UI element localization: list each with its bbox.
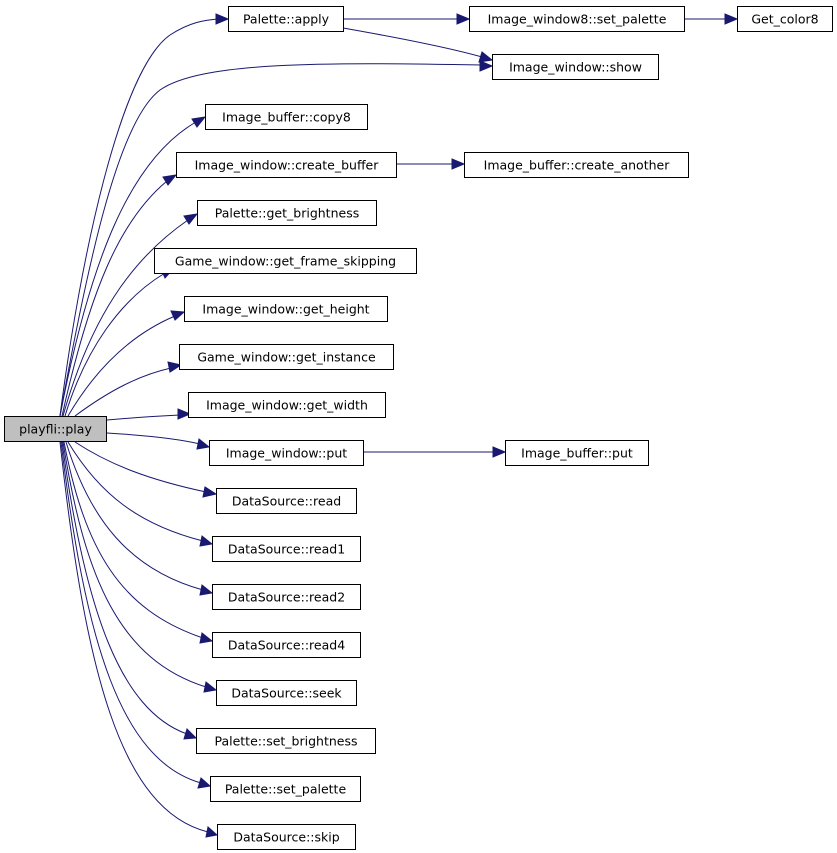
node-image-window8-set-palette[interactable]: Image_window8::set_palette [469, 6, 685, 32]
node-datasource-skip[interactable]: DataSource::skip [217, 824, 356, 850]
edge-play-seek [62, 441, 218, 693]
node-datasource-read4[interactable]: DataSource::read4 [212, 632, 361, 658]
node-palette-set-brightness[interactable]: Palette::set_brightness [196, 728, 376, 754]
node-label: Image_buffer::copy8 [222, 110, 351, 125]
edge-play-get_brightness [62, 213, 199, 417]
node-label: Image_window8::set_palette [488, 12, 667, 27]
node-label: Get_color8 [751, 12, 818, 27]
node-layer: playfli::play Palette::apply Image_windo… [4, 6, 833, 850]
node-get-color8[interactable]: Get_color8 [737, 6, 833, 32]
node-label: Image_window::show [509, 60, 642, 75]
node-label: Palette::set_palette [225, 782, 347, 797]
edge-create_buffer-create_another [396, 158, 466, 170]
node-datasource-read[interactable]: DataSource::read [216, 488, 357, 514]
node-image-window-put[interactable]: Image_window::put [209, 440, 364, 466]
node-label: playfli::play [19, 422, 92, 437]
node-label: Image_buffer::create_another [484, 158, 671, 173]
node-palette-get-brightness[interactable]: Palette::get_brightness [197, 200, 377, 226]
node-label: Image_window::get_height [202, 302, 369, 317]
edge-play-show [59, 60, 494, 417]
edge-play-create_buffer [61, 174, 178, 417]
node-image-buffer-copy8[interactable]: Image_buffer::copy8 [205, 104, 368, 130]
edge-play-get_width [106, 408, 192, 421]
node-game-window-get-instance[interactable]: Game_window::get_instance [179, 344, 394, 370]
node-label: Game_window::get_frame_skipping [175, 254, 396, 269]
node-label: Game_window::get_instance [197, 350, 376, 365]
node-image-buffer-create-another[interactable]: Image_buffer::create_another [464, 152, 689, 178]
edge-play-read1 [67, 441, 214, 547]
node-label: DataSource::skip [233, 830, 339, 845]
edge-play-set_brightness [61, 441, 198, 740]
edge-play-read2 [65, 441, 214, 596]
node-label: DataSource::read2 [228, 590, 345, 605]
node-label: Palette::apply [243, 12, 330, 27]
node-label: Image_window::get_width [206, 398, 368, 413]
node-label: Palette::get_brightness [215, 206, 359, 221]
edge-apply-show [342, 27, 494, 63]
node-label: Image_window::put [226, 446, 347, 461]
node-image-window-create-buffer[interactable]: Image_window::create_buffer [176, 152, 397, 178]
node-palette-apply[interactable]: Palette::apply [228, 6, 344, 32]
edge-layer [59, 13, 739, 838]
edge-play-copy8 [59, 116, 207, 417]
node-label: Palette::set_brightness [214, 734, 357, 749]
edge-set_palette8-get_color8 [684, 13, 739, 25]
node-image-window-show[interactable]: Image_window::show [492, 54, 659, 80]
edge-play-iw_put [106, 432, 211, 450]
node-label: DataSource::read1 [228, 542, 345, 557]
node-palette-set-palette[interactable]: Palette::set_palette [210, 776, 361, 802]
edge-play-read4 [63, 441, 214, 644]
edge-play-apply [59, 13, 230, 417]
edge-iw_put-ib_put [363, 446, 507, 458]
node-image-window-get-height[interactable]: Image_window::get_height [184, 296, 388, 322]
node-game-window-get-frame-skipping[interactable]: Game_window::get_frame_skipping [154, 248, 417, 274]
node-image-buffer-put[interactable]: Image_buffer::put [505, 440, 649, 466]
node-playfli-play[interactable]: playfli::play [4, 416, 107, 442]
edge-play-read [74, 441, 218, 498]
node-label: DataSource::read4 [228, 638, 345, 653]
edge-play-set_palette [60, 441, 212, 789]
node-label: Image_buffer::put [521, 446, 633, 461]
node-datasource-read2[interactable]: DataSource::read2 [212, 584, 361, 610]
edge-apply-set_palette8 [343, 13, 471, 25]
node-datasource-read1[interactable]: DataSource::read1 [212, 536, 361, 562]
edge-play-get_instance [74, 361, 183, 417]
edge-play-skip [59, 441, 219, 838]
node-datasource-seek[interactable]: DataSource::seek [216, 680, 357, 706]
node-label: DataSource::seek [231, 686, 342, 701]
node-image-window-get-width[interactable]: Image_window::get_width [188, 392, 386, 418]
node-label: Image_window::create_buffer [195, 158, 380, 173]
edge-play-get_frame_skipping [64, 267, 176, 417]
edge-play-get_height [67, 310, 186, 417]
node-label: DataSource::read [232, 494, 341, 509]
